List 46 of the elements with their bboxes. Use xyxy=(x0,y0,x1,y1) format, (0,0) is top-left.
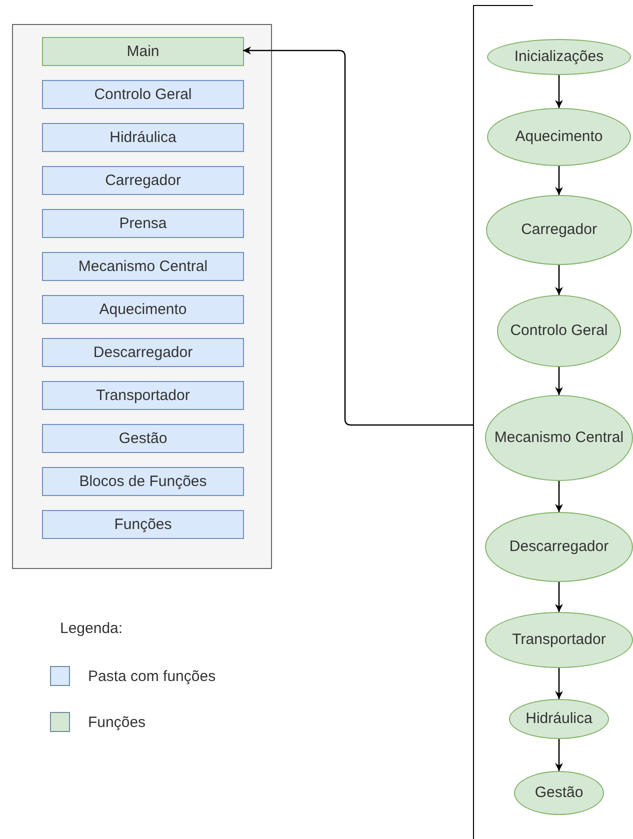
folder-box xyxy=(42,424,244,453)
node-label: Descarregador xyxy=(509,537,609,557)
node-label: Blocos de Funções xyxy=(79,472,207,492)
node-label: Main xyxy=(126,42,160,62)
node-label: Carregador xyxy=(521,220,597,240)
arrow xyxy=(555,481,563,512)
folder-box xyxy=(42,166,244,195)
folder-box xyxy=(42,80,244,109)
arrow xyxy=(555,739,563,771)
node-label: Hidráulica xyxy=(110,128,176,148)
folder-box xyxy=(42,295,244,324)
node-label: Mecanismo Central xyxy=(78,256,208,276)
folder-box xyxy=(42,252,244,281)
arrow xyxy=(555,265,563,295)
node-label: Transportador xyxy=(96,386,190,406)
arrow xyxy=(243,46,473,426)
node-label: Gestão xyxy=(118,428,168,448)
folder-box xyxy=(42,467,244,496)
node-label: Aquecimento xyxy=(99,300,187,320)
arrow xyxy=(555,75,563,108)
node-label: Carregador xyxy=(105,170,181,190)
node-label: Inicializações xyxy=(514,47,604,67)
node-label: Mecanismo Central xyxy=(494,428,624,448)
node-label: Aquecimento xyxy=(515,127,603,147)
node-label: Transportador xyxy=(512,630,606,650)
node-label: Controlo Geral xyxy=(94,84,192,104)
function-box xyxy=(42,37,244,66)
legend-label: Funções xyxy=(88,714,146,730)
legend-label: Pasta com funções xyxy=(88,668,216,684)
arrow xyxy=(555,582,563,612)
node-label: Gestão xyxy=(534,783,584,803)
node-label: Hidráulica xyxy=(526,709,592,729)
node-label: Descarregador xyxy=(93,342,193,362)
folder-box xyxy=(42,338,244,367)
legend-title: Legenda: xyxy=(60,620,123,637)
node-label: Controlo Geral xyxy=(510,321,608,341)
arrow xyxy=(555,668,563,699)
node-label: Funções xyxy=(114,514,172,534)
panel-background xyxy=(12,24,272,569)
folder-box xyxy=(42,381,244,410)
folder-box xyxy=(42,209,244,238)
node-label: Prensa xyxy=(119,214,167,234)
folder-box xyxy=(42,510,244,539)
folder-box xyxy=(42,123,244,152)
arrow xyxy=(555,367,563,395)
arrow xyxy=(555,166,563,195)
